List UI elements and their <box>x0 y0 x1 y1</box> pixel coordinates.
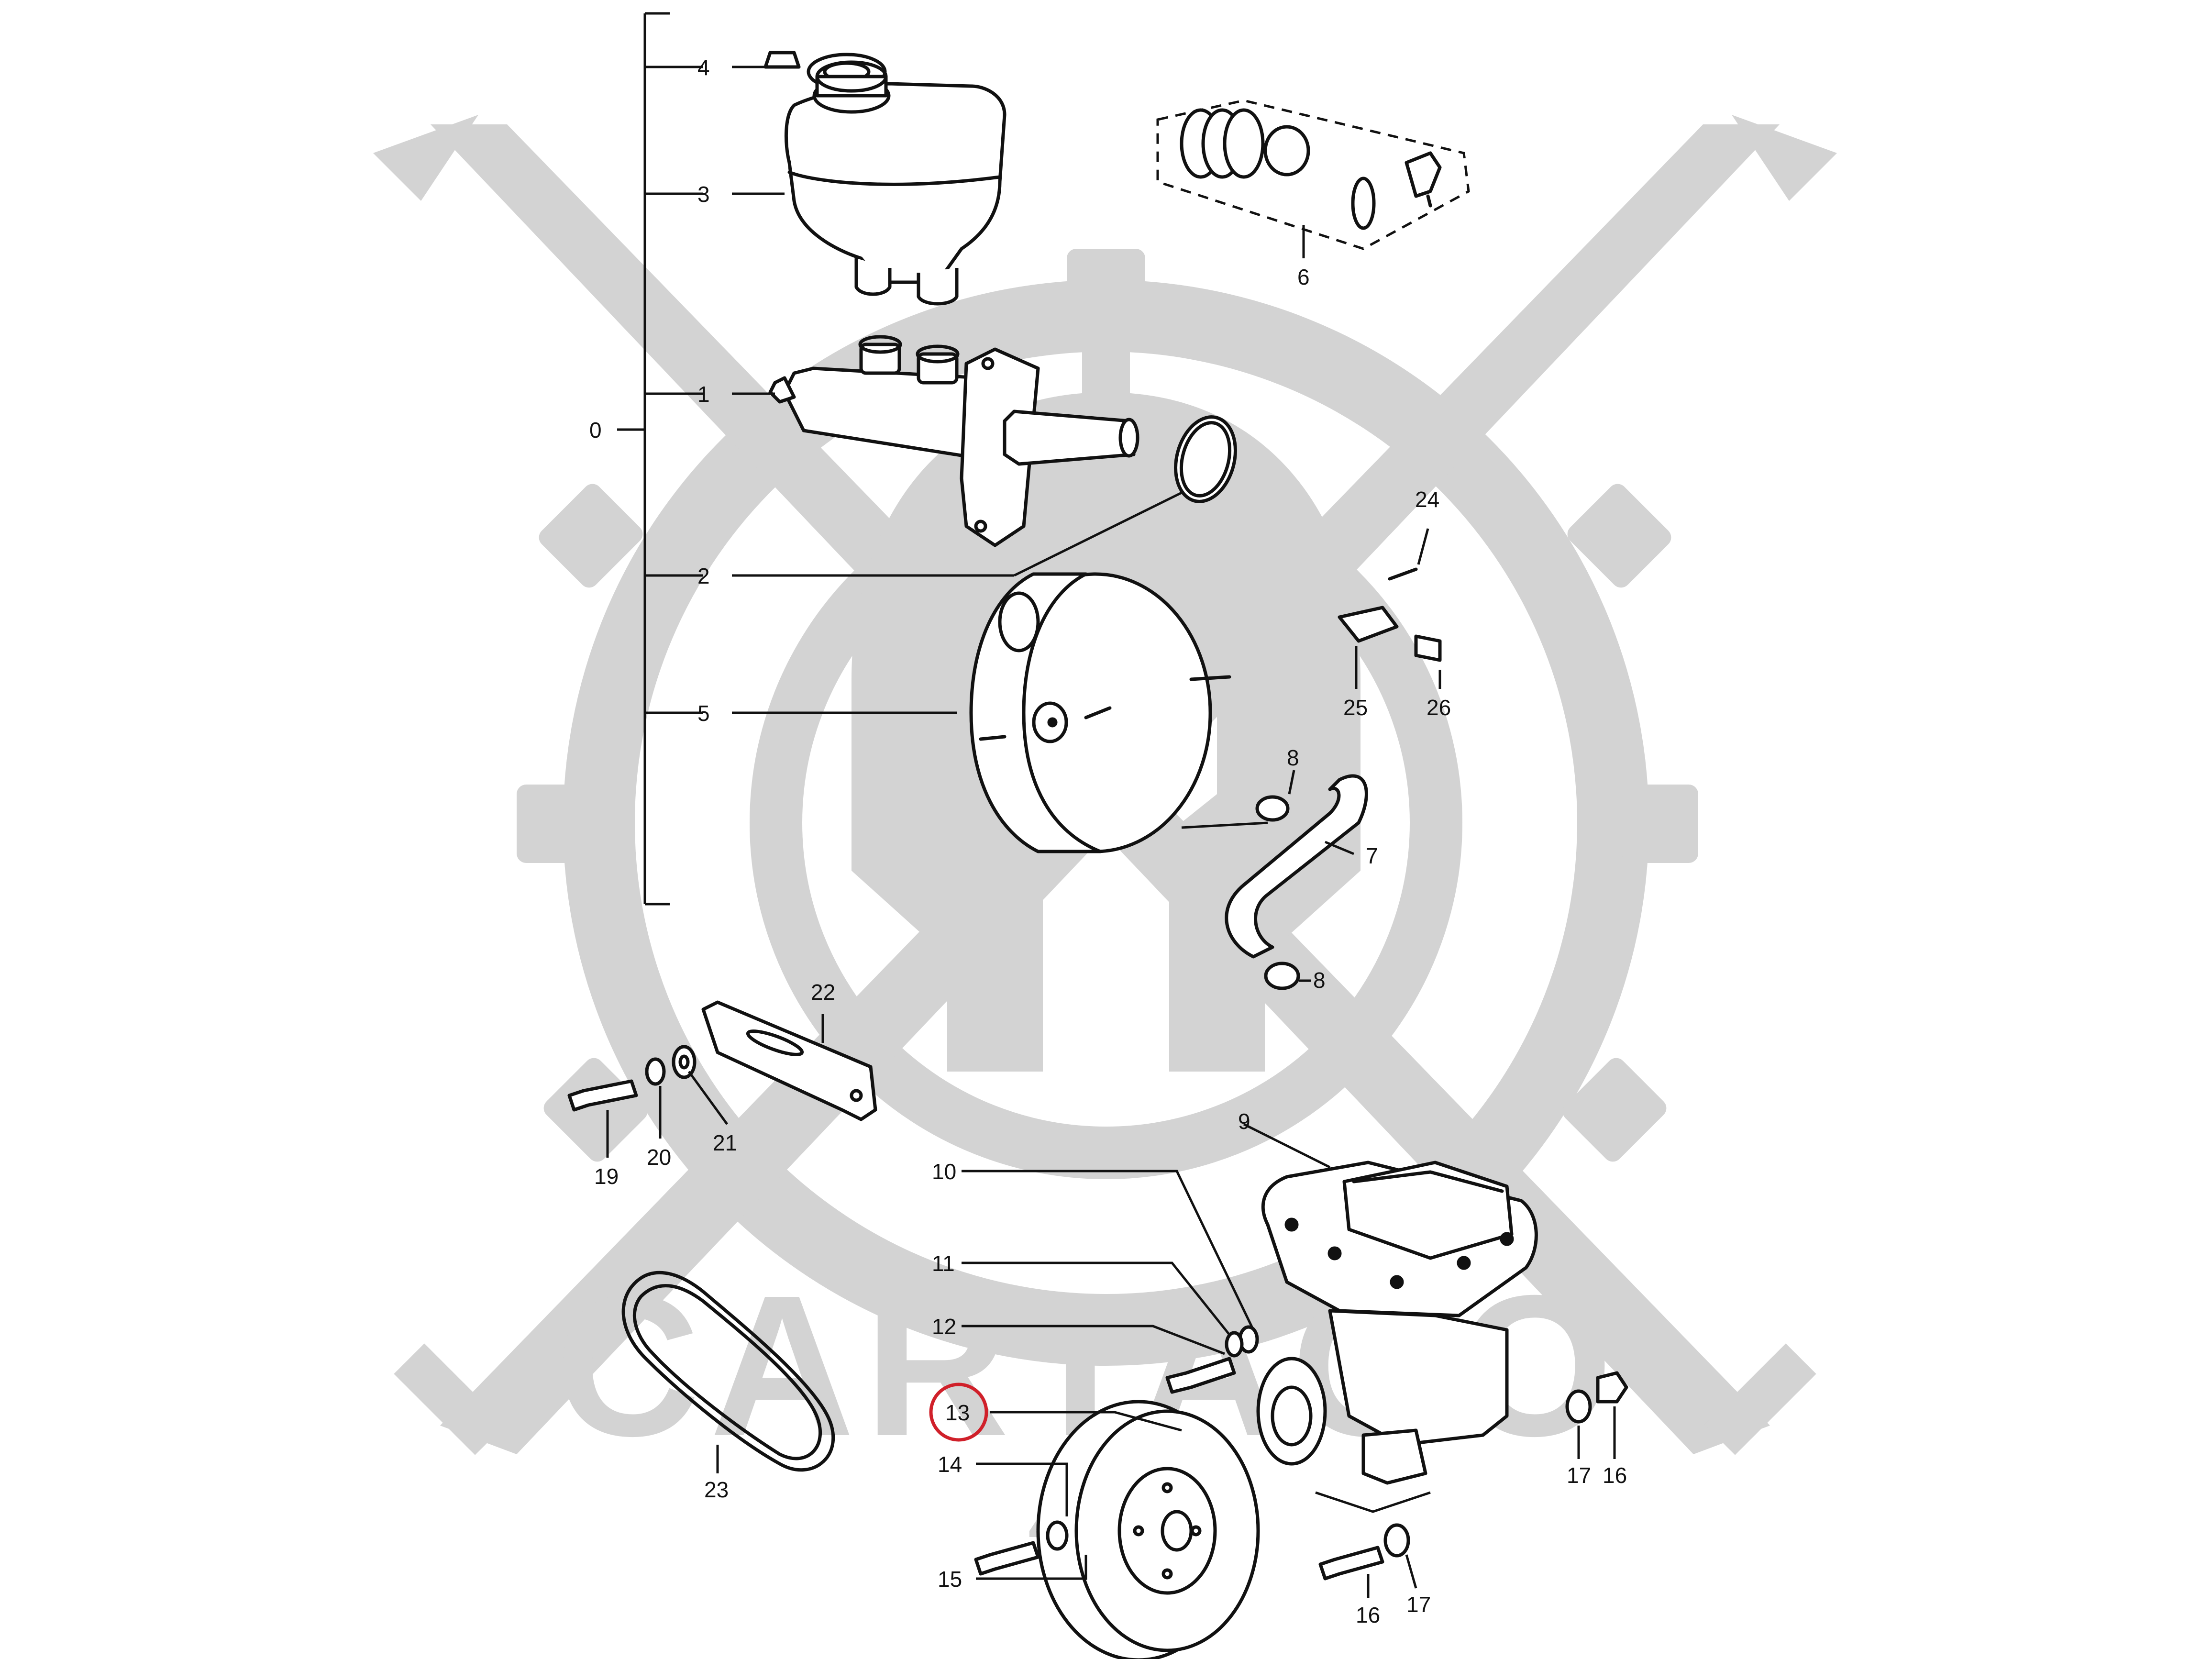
callout-15[interactable]: 15 <box>938 1567 962 1592</box>
callout-11[interactable]: 11 <box>932 1251 955 1276</box>
callout-3[interactable]: 3 <box>697 182 710 207</box>
repair-kit[interactable] <box>1156 99 1470 258</box>
pulley[interactable] <box>990 1400 1260 1659</box>
callout-22[interactable]: 22 <box>811 980 835 1005</box>
brake-booster[interactable] <box>732 572 1231 853</box>
pulley-bolt-15[interactable] <box>974 1541 1087 1580</box>
callout-8-lower[interactable]: 8 <box>1313 968 1326 993</box>
hose-clamp-upper[interactable] <box>1255 770 1295 822</box>
master-cylinder[interactable] <box>732 335 1139 547</box>
vacuum-pump[interactable] <box>1243 1123 1538 1485</box>
callout-23[interactable]: 23 <box>704 1477 729 1502</box>
highlight-circle <box>929 1382 988 1442</box>
bolt-16-lower[interactable] <box>1318 1546 1384 1598</box>
assembly-bracket <box>617 12 703 906</box>
callout-6[interactable]: 6 <box>1297 265 1310 289</box>
bolt-19[interactable] <box>567 1079 638 1158</box>
bolt-12[interactable] <box>962 1325 1236 1394</box>
callout-16-upper[interactable]: 16 <box>1603 1463 1627 1488</box>
callout-2[interactable]: 2 <box>697 564 710 588</box>
callout-10[interactable]: 10 <box>932 1159 956 1184</box>
pump-bracket[interactable] <box>701 1000 877 1121</box>
washer-17-lower[interactable] <box>1383 1523 1417 1589</box>
callout-17-lower[interactable]: 17 <box>1406 1592 1431 1617</box>
callout-labels: 0 1 2 3 4 5 6 7 8 8 9 10 11 12 13 14 15 … <box>589 55 1627 1627</box>
callout-12[interactable]: 12 <box>932 1314 956 1339</box>
washer-17-upper[interactable] <box>1565 1389 1592 1459</box>
callout-26[interactable]: 26 <box>1427 695 1451 720</box>
pulley-washer-14[interactable] <box>976 1462 1069 1551</box>
callout-7[interactable]: 7 <box>1366 843 1378 868</box>
callout-13[interactable]: 13 <box>945 1400 970 1425</box>
split-pin[interactable] <box>1388 528 1429 581</box>
nut-16-upper[interactable] <box>1596 1371 1628 1459</box>
callout-17-upper[interactable]: 17 <box>1567 1463 1591 1488</box>
washer-11[interactable] <box>962 1261 1244 1358</box>
washer-10[interactable] <box>962 1170 1259 1354</box>
callout-25[interactable]: 25 <box>1343 695 1368 720</box>
callout-24[interactable]: 24 <box>1415 487 1439 512</box>
callout-21[interactable]: 21 <box>713 1130 737 1155</box>
callout-9[interactable]: 9 <box>1238 1109 1250 1134</box>
master-cylinder-seal-ring[interactable] <box>732 410 1244 577</box>
callout-0[interactable]: 0 <box>589 418 602 442</box>
clevis-pin[interactable] <box>1414 634 1442 689</box>
callout-1[interactable]: 1 <box>697 382 710 407</box>
v-belt[interactable] <box>621 1271 835 1473</box>
callout-8-upper[interactable]: 8 <box>1287 745 1299 770</box>
callout-16-lower[interactable]: 16 <box>1356 1603 1380 1627</box>
hose-clamp-lower[interactable] <box>1264 962 1311 990</box>
clevis[interactable] <box>1338 606 1399 689</box>
callout-4[interactable]: 4 <box>697 55 710 80</box>
brake-fluid-reservoir[interactable] <box>732 60 1006 306</box>
washer-21[interactable] <box>672 1045 729 1125</box>
vacuum-hose[interactable] <box>1181 774 1368 959</box>
callout-5[interactable]: 5 <box>697 701 710 726</box>
callout-14[interactable]: 14 <box>938 1452 962 1477</box>
washer-20[interactable] <box>645 1057 666 1139</box>
callout-20[interactable]: 20 <box>647 1145 671 1170</box>
callout-19[interactable]: 19 <box>594 1164 619 1189</box>
